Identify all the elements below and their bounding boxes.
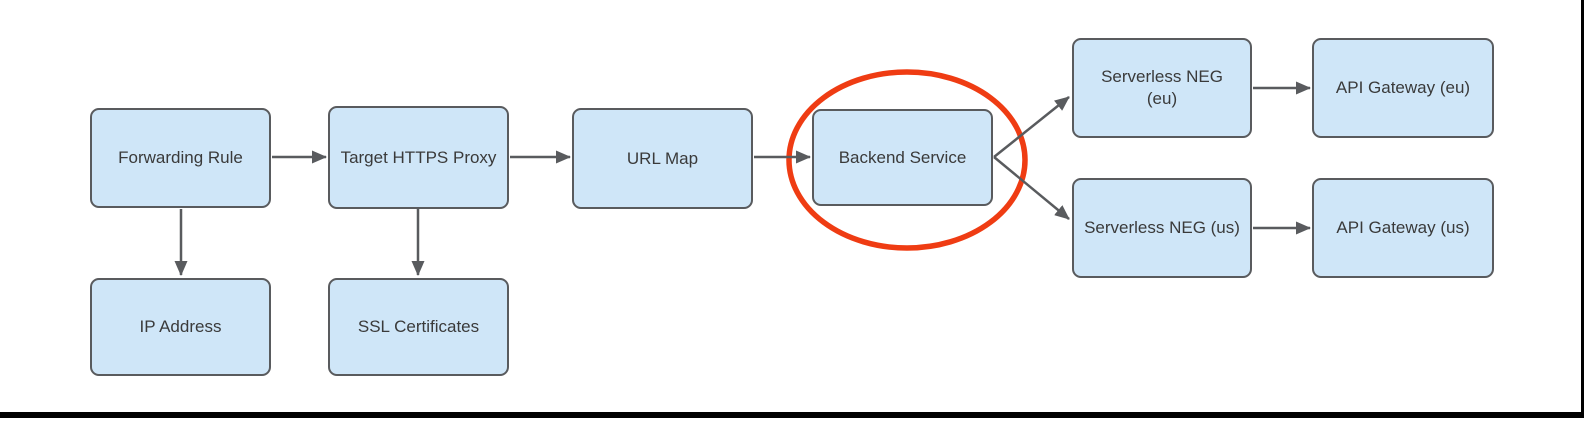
node-label: Forwarding Rule — [118, 148, 243, 167]
node-api-gateway-eu[interactable]: API Gateway (eu) — [1312, 38, 1494, 138]
node-label: API Gateway (us) — [1336, 218, 1470, 237]
node-label: Target HTTPS Proxy — [340, 147, 497, 167]
node-label: Serverless NEG (eu) — [1101, 67, 1223, 108]
node-backend-service[interactable]: Backend Service — [812, 109, 993, 206]
node-serverless-neg-eu[interactable]: Serverless NEG (eu) — [1072, 38, 1252, 138]
node-ip-address[interactable]: IP Address — [90, 278, 271, 376]
node-label: API Gateway (eu) — [1335, 78, 1471, 97]
node-target-https-proxy[interactable]: Target HTTPS Proxy — [328, 106, 509, 209]
node-label: URL Map — [626, 148, 699, 168]
page-bottom-border — [0, 412, 1584, 418]
node-serverless-neg-us[interactable]: Serverless NEG (us) — [1072, 178, 1252, 278]
node-label: Serverless NEG (us) — [1084, 218, 1240, 237]
node-api-gateway-us[interactable]: API Gateway (us) — [1312, 178, 1494, 278]
node-label: IP Address — [139, 317, 222, 336]
page-right-border — [1581, 0, 1584, 418]
node-url-map[interactable]: URL Map — [572, 108, 753, 209]
edge-backendservice-serverlessnegus — [993, 156, 1070, 220]
edge-backendservice-serverlessnegeu — [993, 96, 1070, 158]
node-ssl-certificates[interactable]: SSL Certificates — [328, 278, 509, 376]
node-label: SSL Certificates — [357, 317, 480, 336]
node-label: Backend Service — [838, 147, 967, 167]
node-forwarding-rule[interactable]: Forwarding Rule — [90, 108, 271, 208]
